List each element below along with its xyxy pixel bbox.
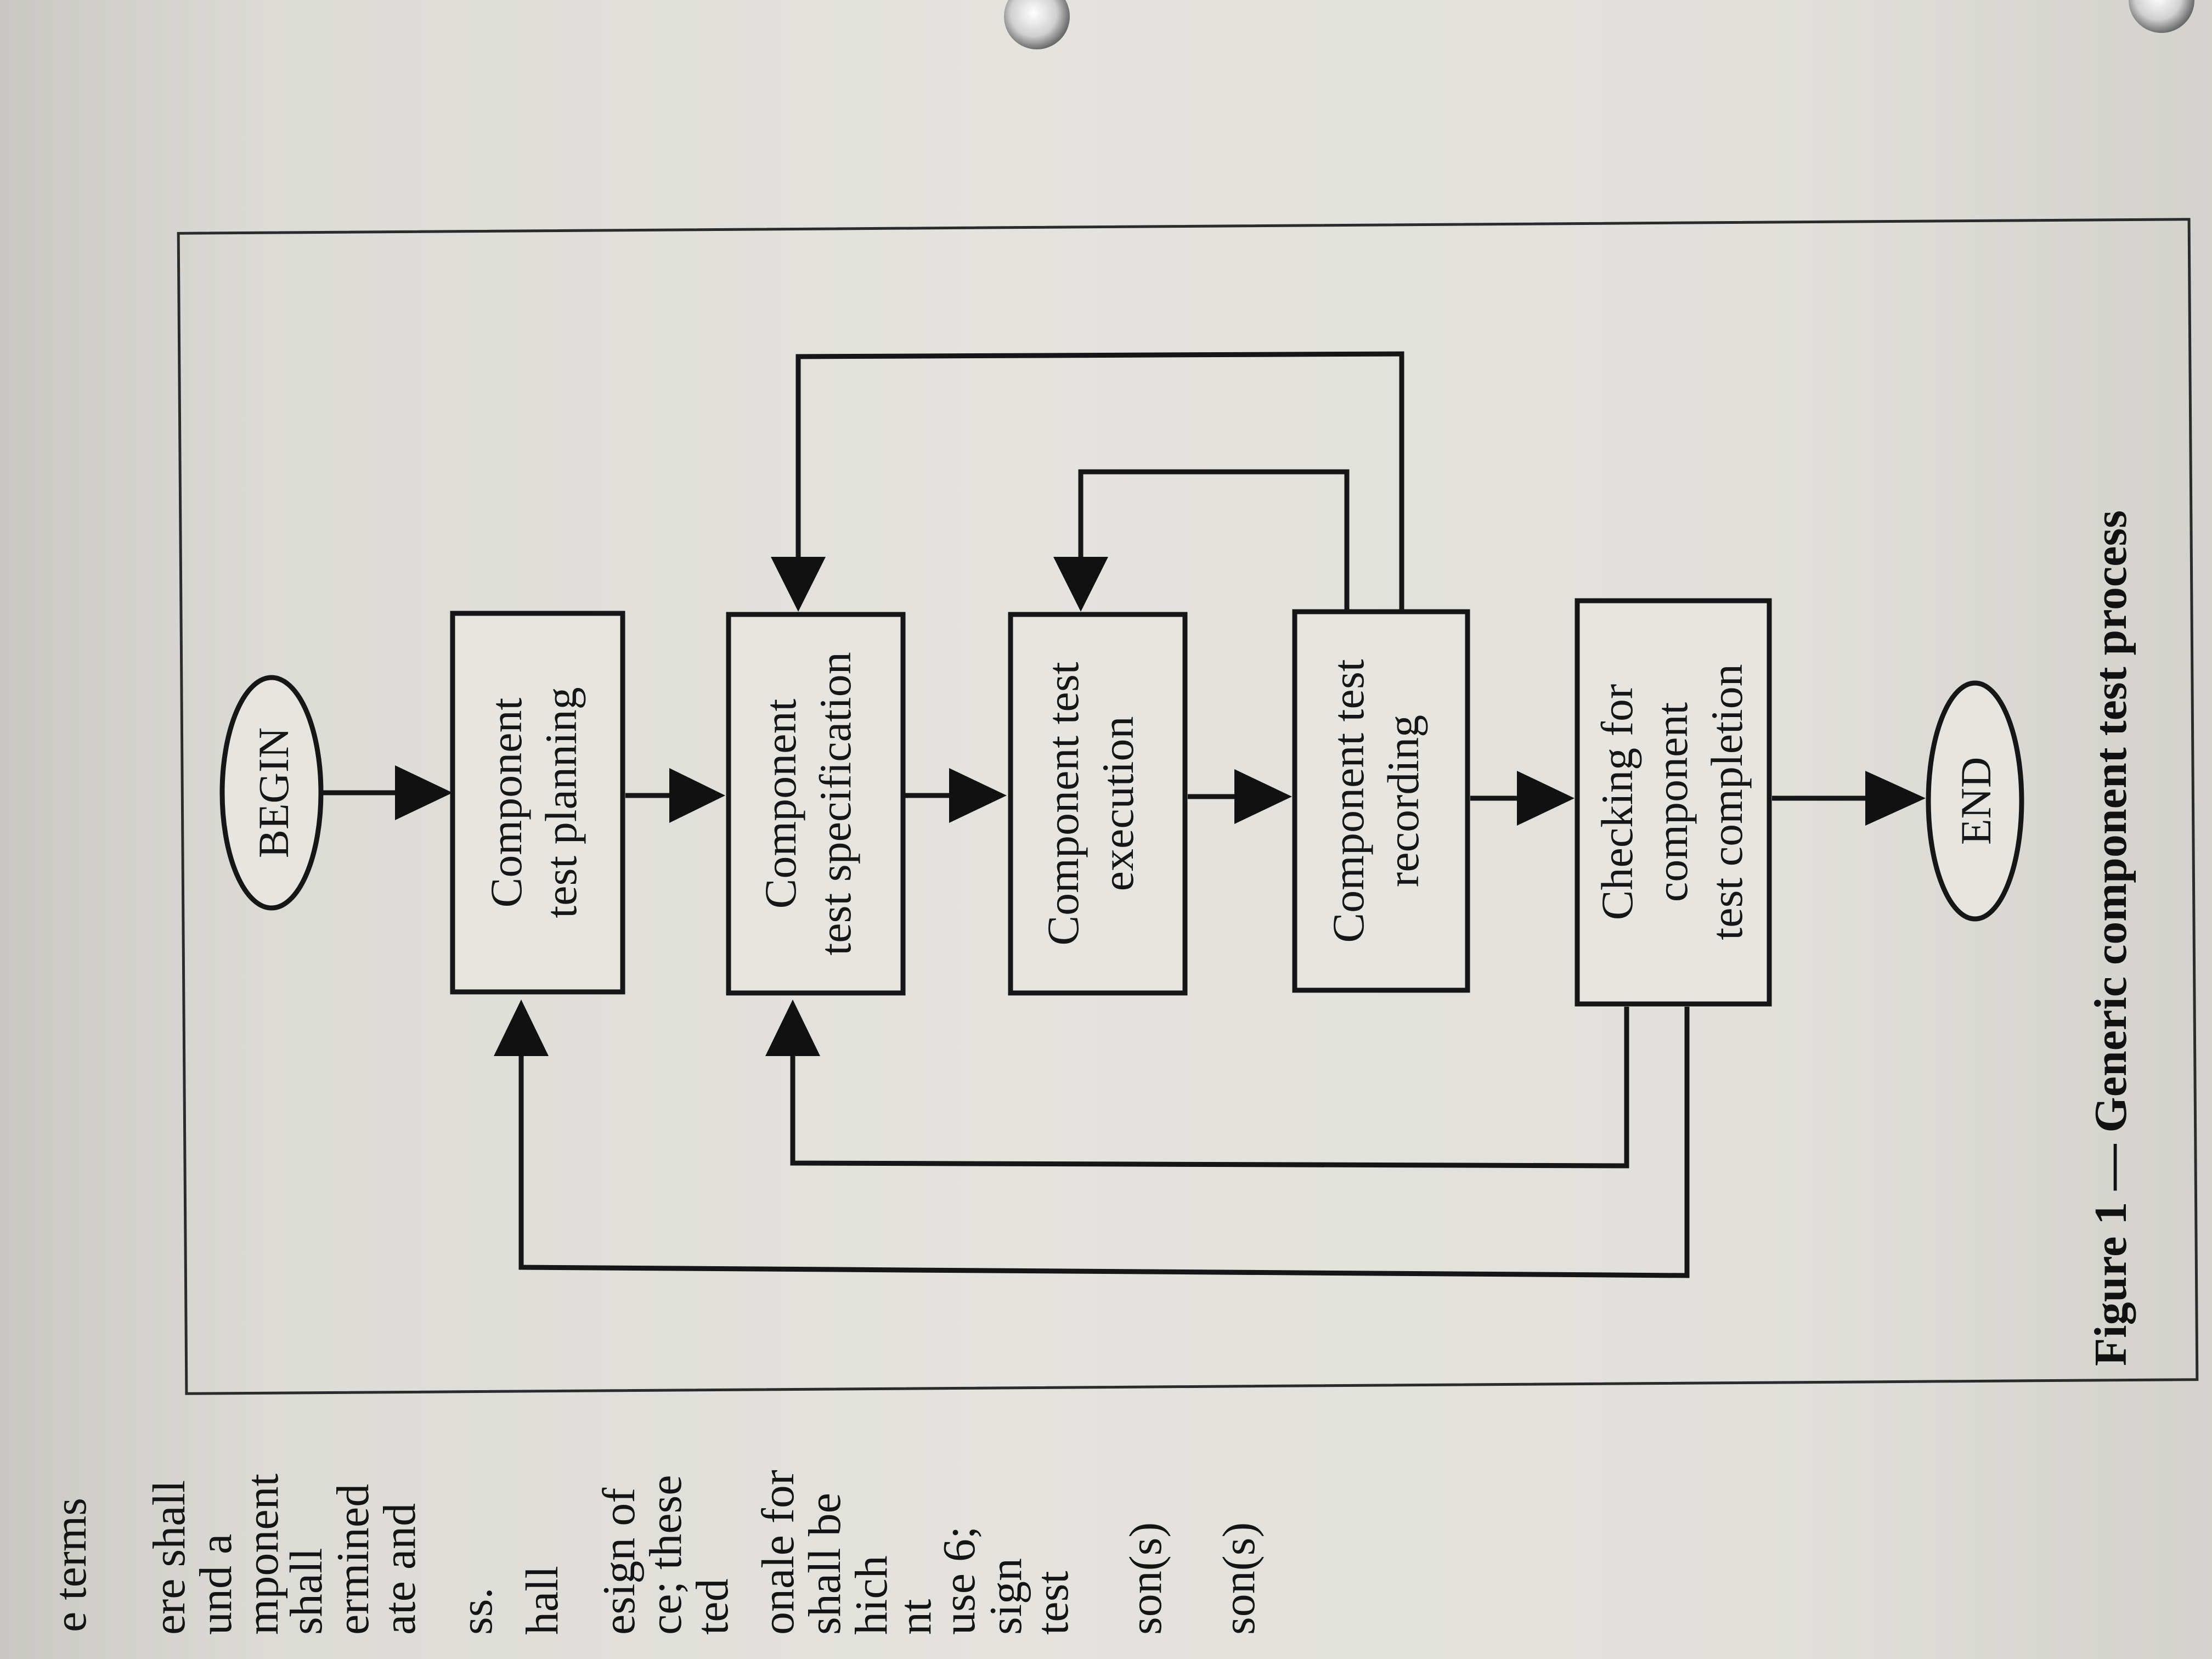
end-terminal: END (1926, 680, 2024, 922)
arrowhead (771, 557, 826, 612)
arrowhead (765, 1000, 820, 1056)
loop-checking-to-specification (790, 1007, 1629, 1169)
loop-recording-to-specification (795, 351, 1404, 612)
node-test-execution-line-2: execution (1093, 716, 1143, 891)
node-test-planning: Component test planning (450, 611, 625, 995)
arrowhead (669, 768, 725, 823)
arrowhead (1234, 769, 1292, 824)
node-checking-completion-line-2: component (1647, 702, 1697, 902)
arrowhead (494, 1000, 549, 1056)
figure-caption: Figure 1 — Generic component test proces… (2085, 510, 2136, 1366)
node-test-specification: Component test specification (726, 612, 906, 996)
node-test-recording-line-2: recording (1378, 715, 1428, 887)
node-test-execution: Component test execution (1008, 612, 1188, 996)
end-label: END (1952, 757, 2000, 845)
arrowhead (1865, 771, 1926, 826)
node-checking-completion-line-3: test completion (1702, 664, 1752, 940)
arrowhead (1517, 771, 1575, 826)
node-checking-completion: Checking for component test completion (1575, 598, 1772, 1007)
node-test-specification-line-2: test specification (810, 652, 860, 955)
arrowhead (395, 765, 453, 820)
node-checking-completion-line-1: Checking for (1592, 684, 1642, 920)
arrowhead (1053, 557, 1108, 612)
node-test-recording: Component test recording (1292, 609, 1470, 993)
arrowhead (949, 768, 1007, 823)
node-test-planning-line-2: test planning (536, 687, 586, 918)
node-test-execution-line-1: Component test (1038, 662, 1088, 945)
loop-checking-to-planning (518, 1007, 1690, 1278)
node-test-recording-line-1: Component test (1323, 659, 1373, 943)
begin-label: BEGIN (250, 727, 297, 858)
node-test-specification-line-1: Component (755, 698, 805, 909)
loop-recording-to-execution (1078, 469, 1350, 612)
begin-terminal: BEGIN (219, 675, 324, 911)
node-test-planning-line-1: Component (481, 697, 531, 907)
